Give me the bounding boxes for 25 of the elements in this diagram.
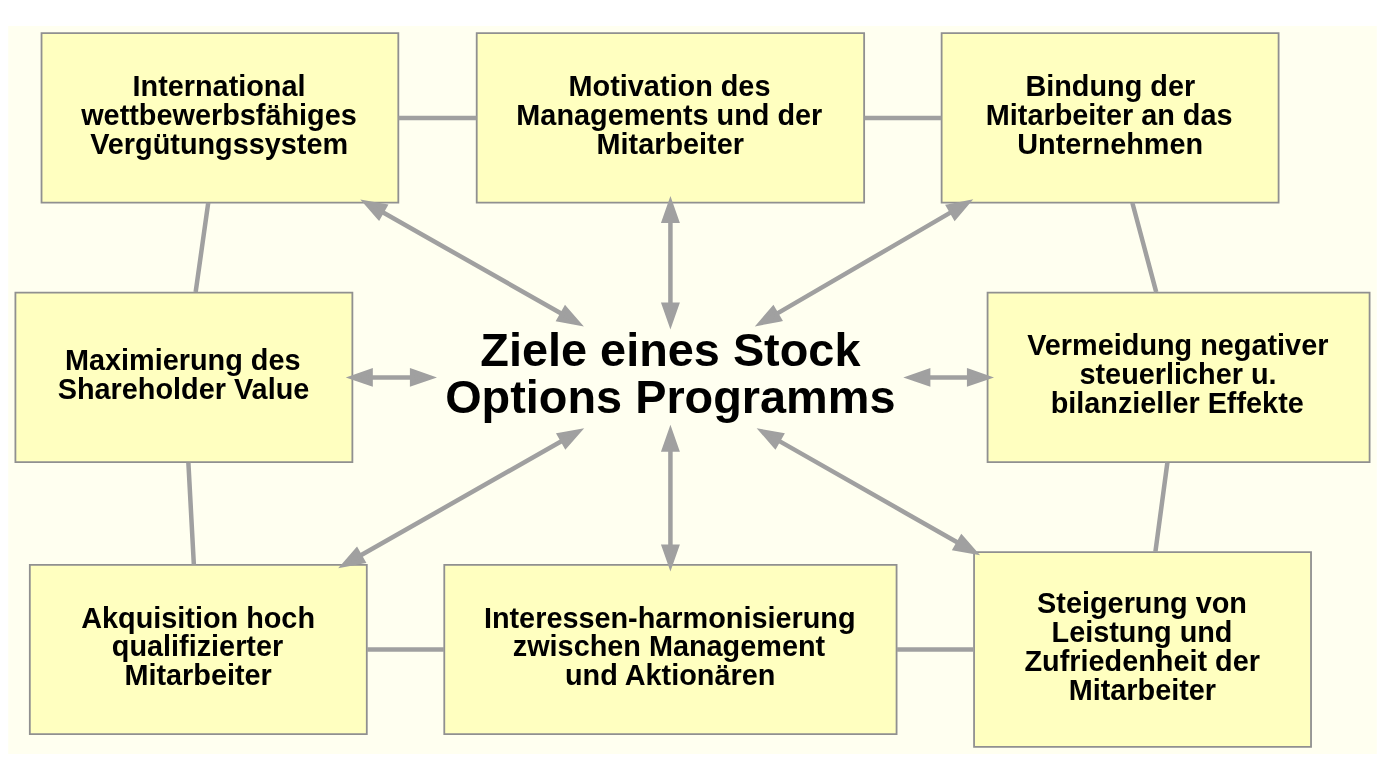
connector [193,201,211,292]
arrow [660,195,680,329]
connector [1130,201,1159,293]
connector [367,646,445,652]
arrow [345,367,437,387]
node-box: Motivation des Managements und der Mitarbeiter [475,31,866,203]
arrow [360,198,584,326]
arrow [660,424,680,572]
arrow [903,367,994,387]
arrow [338,427,585,568]
connector [1153,461,1170,552]
node-text: Ziele eines Stock Options Programms [445,323,896,423]
arrow [756,427,981,555]
node-box: Steigerung von Leistung und Zufriedenheit der Mitarbeiter [973,550,1312,748]
node-box: Akquisition hoch qualifizierter Mitarbeiter [28,563,368,735]
node-box: Maximierung des Shareholder Value [14,291,354,463]
node-box: Interessen-harmonisierung zwischen Management und Aktionären [443,563,898,735]
connector [398,115,477,120]
connector [864,115,942,120]
node-box: Vermeidung negativer steuerlicher u. bilanzieller Effekte [986,291,1371,463]
arrow [754,198,974,326]
node-box: International wettbewerbsfähiges Vergütungssystem [40,31,400,203]
node-box: Bindung der Mitarbeiter an das Unternehmen [940,31,1280,203]
connector [186,462,197,565]
connector [896,646,974,652]
